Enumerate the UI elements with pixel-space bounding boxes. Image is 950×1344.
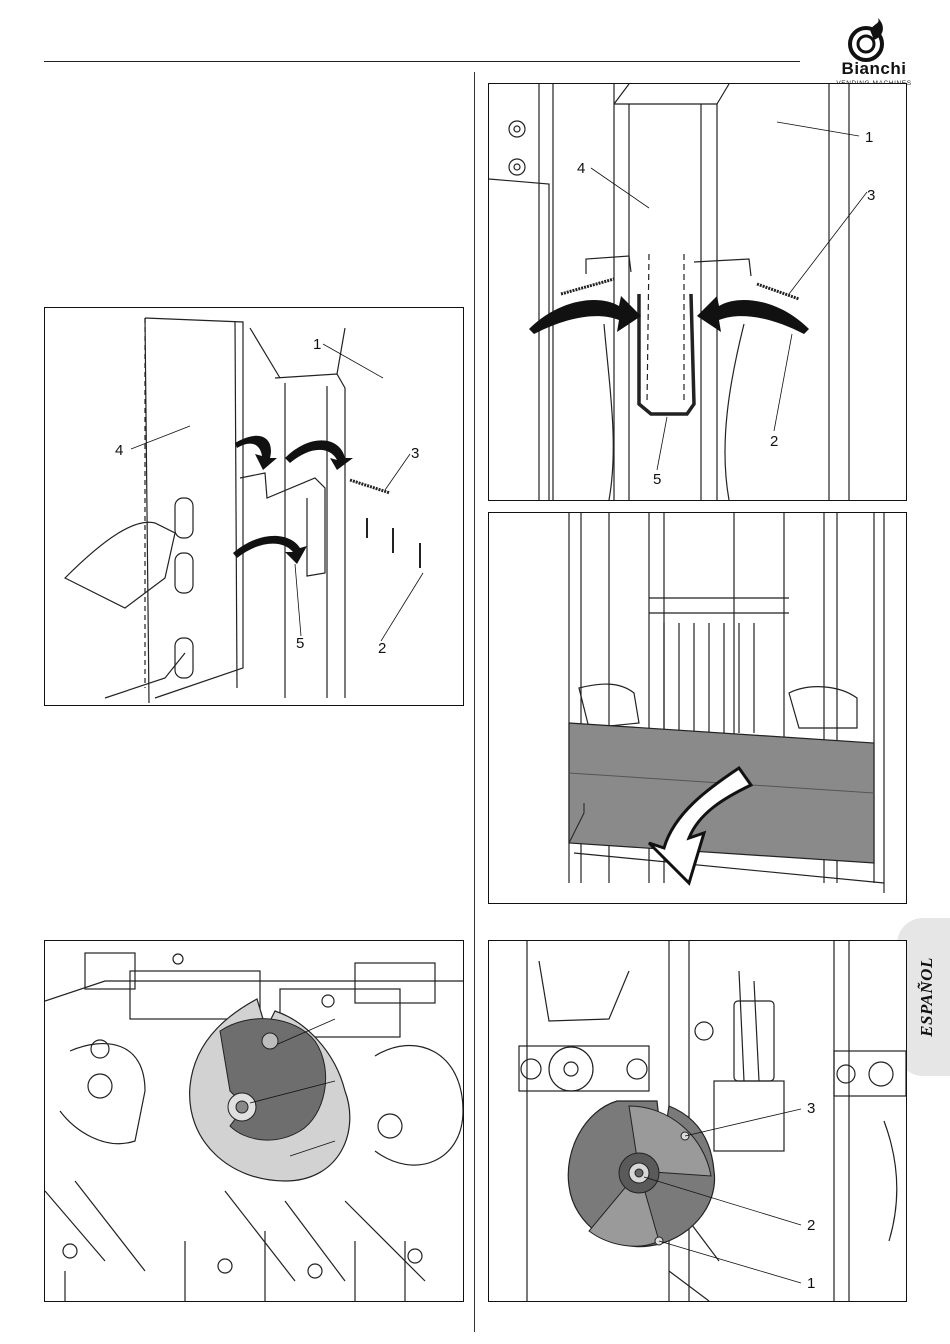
figure-e-callout-1: 1 (807, 1275, 815, 1292)
figure-d (44, 940, 464, 1302)
figure-a-callout-3: 3 (411, 445, 419, 462)
figure-c (488, 512, 907, 904)
figure-a-callout-2: 2 (378, 640, 386, 657)
figure-b-callout-5: 5 (653, 471, 661, 488)
figure-b-callout-1: 1 (865, 129, 873, 146)
figure-c-illustration (489, 513, 906, 903)
figure-a: 1 4 3 5 2 (44, 307, 464, 706)
header-rule (44, 61, 800, 62)
figure-b-callout-2: 2 (770, 433, 778, 450)
flame-logo-icon (818, 18, 930, 62)
brand-name: Bianchi (818, 59, 930, 79)
figure-a-callout-1: 1 (313, 336, 321, 353)
language-tab-label: ESPAÑOL (917, 957, 937, 1037)
figure-a-callout-4: 4 (115, 442, 123, 459)
figure-a-callout-5: 5 (296, 635, 304, 652)
figure-b: 1 4 3 2 5 (488, 83, 907, 501)
figure-a-illustration: 1 4 3 5 2 (45, 308, 463, 705)
figure-e-callout-2: 2 (807, 1217, 815, 1234)
figure-e-callout-3: 3 (807, 1100, 815, 1117)
figure-e-illustration: 3 2 1 (489, 941, 906, 1301)
column-divider (474, 72, 475, 1332)
figure-b-callout-4: 4 (577, 160, 585, 177)
figure-e: 3 2 1 (488, 940, 907, 1302)
figure-d-illustration (45, 941, 463, 1301)
figure-b-illustration: 1 4 3 2 5 (489, 84, 906, 500)
brand-logo: Bianchi VENDING MACHINES (818, 18, 930, 92)
figure-b-callout-3: 3 (867, 187, 875, 204)
